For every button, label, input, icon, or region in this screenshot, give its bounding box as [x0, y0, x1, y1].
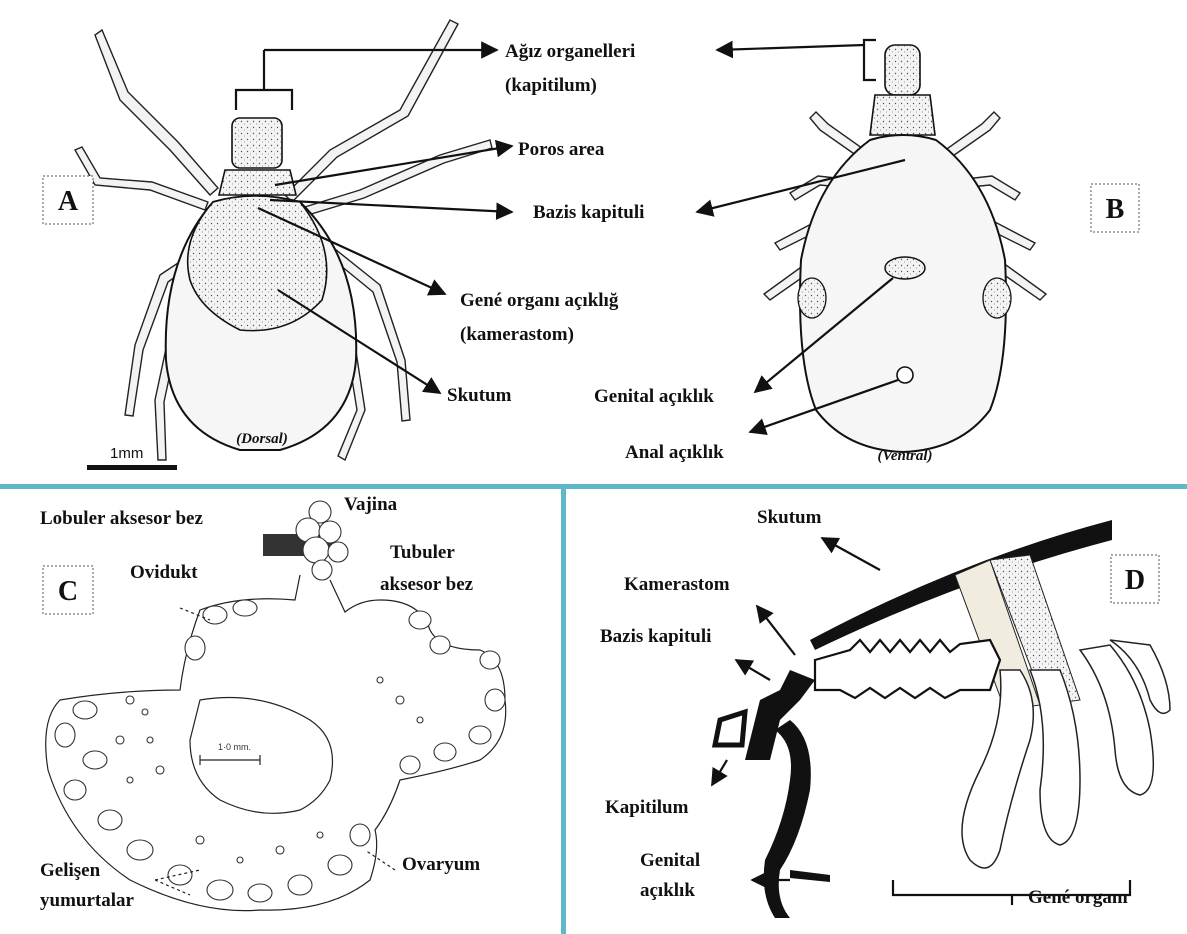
panel-c-scale: 1·0 mm.: [200, 742, 260, 765]
tick-b-bracket: [864, 40, 876, 80]
arrow-camerostome-d: [757, 606, 795, 655]
panel-c-scale-bar: [200, 755, 260, 765]
tick-b-spiracle-right: [983, 278, 1011, 318]
panel-a: A 1mm (Dorsal) Ağız organelleri (kapitil…: [43, 20, 644, 470]
capitulum-triangle: [715, 712, 745, 745]
vertical-divider: [561, 489, 566, 934]
tick-b-capitulum: [885, 45, 920, 95]
label-ovary: Ovaryum: [402, 854, 480, 875]
label-eggs-2: yumurtalar: [40, 890, 135, 911]
label-capitulum-d: Kapitilum: [605, 797, 689, 818]
ovary-lumen: [190, 698, 333, 814]
label-basis-capituli-d: Bazis kapituli: [600, 626, 711, 647]
label-tubular-2: aksesor bez: [380, 574, 474, 595]
panel-a-scale-label: 1mm: [110, 445, 143, 462]
label-eggs-1: Gelişen: [40, 860, 101, 881]
panel-b-letter: B: [1106, 194, 1125, 225]
label-mouthparts-1: Ağız organelleri: [505, 41, 635, 62]
panel-b-view-label: (Ventral): [877, 448, 932, 464]
label-anal-opening-b: Anal açıklık: [625, 442, 724, 463]
label-porose-area: Poros area: [518, 139, 605, 160]
label-lobular-gland: Lobuler aksesor bez: [40, 508, 203, 529]
tick-b-spiracle-left: [798, 278, 826, 318]
tick-b-anal-opening: [897, 367, 913, 383]
label-oviduct: Ovidukt: [130, 562, 198, 583]
panel-a-scale-bar: [87, 465, 177, 470]
label-basis-capituli-a: Bazis kapituli: [533, 202, 644, 223]
label-tubular-1: Tubuler: [390, 542, 455, 563]
label-gene-organ-2: (kamerastom): [460, 324, 574, 345]
panel-a-view-label: (Dorsal): [236, 431, 288, 447]
tick-b-basis: [870, 95, 935, 135]
horizontal-divider: [0, 484, 1187, 489]
leader-ovary: [365, 850, 395, 870]
gene-organ-chamber: [815, 640, 1000, 698]
arrow-scutum-d: [822, 538, 880, 570]
label-genital-d-1: Genital: [640, 850, 700, 871]
accessory-gland-lobes: [296, 501, 348, 580]
label-gene-organ-d: Gené organı: [1028, 887, 1128, 908]
label-scutum-a: Skutum: [447, 385, 512, 406]
panel-c-letter: C: [58, 576, 78, 607]
genital-lip: [790, 870, 830, 882]
panel-a-letter: A: [58, 186, 79, 217]
label-genital-opening-b: Genital açıklık: [594, 386, 714, 407]
panel-c-scale-label: 1·0 mm.: [218, 742, 251, 752]
tick-a-capitulum: [232, 118, 282, 168]
arrow-basis-capituli-d: [736, 660, 770, 680]
label-camerostome-d: Kamerastom: [624, 574, 730, 595]
label-mouthparts-2: (kapitilum): [505, 75, 597, 96]
label-genital-d-2: açıklık: [640, 880, 695, 901]
tick-a-bracket: [236, 50, 292, 110]
tick-b-genital-opening: [885, 257, 925, 279]
arrow-capitulum-d: [712, 760, 727, 785]
label-gene-organ-1: Gené organı açıklığ: [460, 290, 619, 311]
panel-d-letter: D: [1125, 565, 1145, 596]
panel-c: 1·0 mm. C Lobuler aksesor bez Vajina Tub…: [40, 494, 506, 911]
label-scutum-d: Skutum: [757, 507, 822, 528]
panel-d: Skutum Kamerastom Bazis kapituli Kapitil…: [600, 507, 1170, 918]
label-vagina: Vajina: [344, 494, 398, 515]
panel-b: Genital açıklık Anal açıklık (Ventral) B: [594, 40, 1139, 464]
arrow-mouthparts-b: [717, 45, 864, 50]
